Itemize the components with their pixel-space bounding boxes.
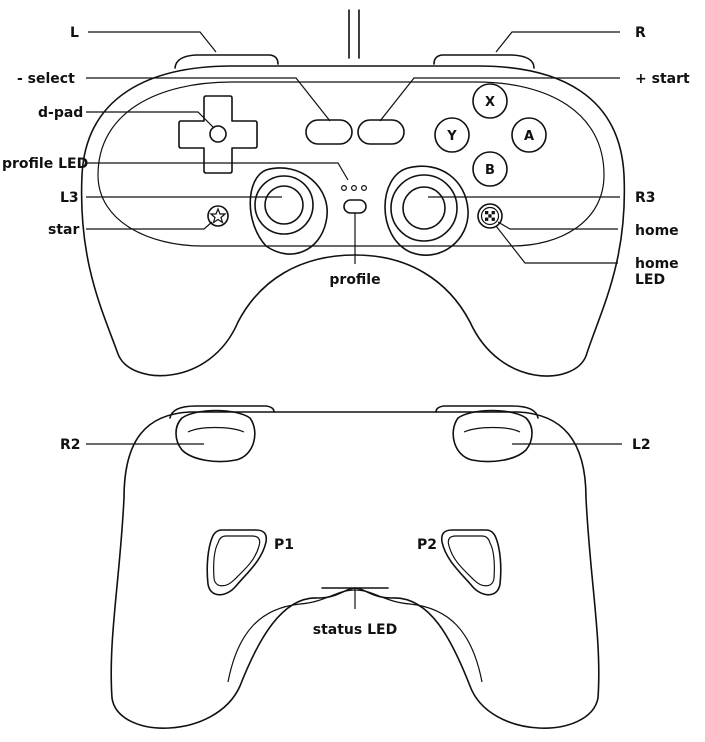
trigger-r2[interactable] xyxy=(175,409,256,463)
label-start: + start xyxy=(635,71,690,87)
controller-body-back xyxy=(110,411,600,729)
start-button[interactable] xyxy=(357,119,405,145)
right-stick[interactable] xyxy=(384,165,469,256)
callout-labels: L R - select + start d-pad profile LED L… xyxy=(2,25,690,638)
label-select: - select xyxy=(17,71,75,87)
button-a-label: A xyxy=(524,129,534,144)
label-r: R xyxy=(635,25,646,41)
select-button[interactable] xyxy=(305,119,353,145)
button-x-label: X xyxy=(485,95,495,110)
d-pad[interactable] xyxy=(178,95,258,174)
shoulder-button-r xyxy=(433,54,535,69)
leader-lines-back xyxy=(86,443,622,609)
star-icon xyxy=(209,207,227,224)
cable xyxy=(348,9,360,59)
label-home-led-line2: LED xyxy=(635,272,665,288)
checker-logo-icon xyxy=(485,211,495,221)
button-x[interactable]: X xyxy=(472,83,508,119)
label-home-led-line1: home xyxy=(635,256,679,272)
left-stick[interactable] xyxy=(249,167,328,255)
leader-lines-front xyxy=(86,31,620,264)
label-p2: P2 xyxy=(417,537,437,553)
trigger-l2[interactable] xyxy=(452,409,533,463)
star-button[interactable] xyxy=(207,205,229,227)
button-b[interactable]: B xyxy=(472,151,508,187)
paddle-p1[interactable] xyxy=(206,529,268,596)
paddle-p2[interactable] xyxy=(440,529,502,596)
label-status-led: status LED xyxy=(313,622,397,638)
label-l2: L2 xyxy=(632,437,651,453)
back-shoulder-right-cap xyxy=(435,405,539,419)
button-b-label: B xyxy=(485,163,495,178)
face-plate xyxy=(97,81,605,247)
label-home: home xyxy=(635,223,679,239)
label-p1: P1 xyxy=(274,537,294,553)
button-a[interactable]: A xyxy=(511,117,547,153)
shoulder-button-l xyxy=(174,54,279,69)
back-shoulder-left-cap xyxy=(169,405,275,419)
button-y[interactable]: Y xyxy=(434,117,470,153)
label-star: star xyxy=(48,222,79,238)
profile-button[interactable] xyxy=(343,199,367,214)
label-d-pad: d-pad xyxy=(38,105,83,121)
label-r2: R2 xyxy=(60,437,81,453)
button-y-label: Y xyxy=(446,129,457,144)
label-l3: L3 xyxy=(60,190,79,206)
profile-led-dots xyxy=(341,185,368,192)
controller-front-view: X Y A B xyxy=(80,9,626,377)
label-profile-led: profile LED xyxy=(2,156,88,172)
home-button[interactable] xyxy=(477,203,503,229)
label-profile: profile xyxy=(329,272,380,288)
controller-back-view xyxy=(86,405,622,729)
label-r3: R3 xyxy=(635,190,656,206)
label-l: L xyxy=(70,25,79,41)
